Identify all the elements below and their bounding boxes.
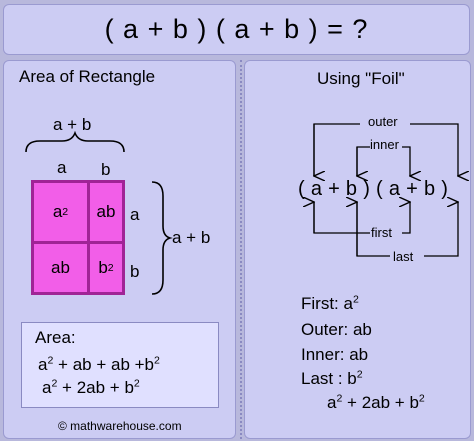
result-first-exp: 2	[352, 293, 359, 306]
result-outer: Outer: ab	[301, 320, 372, 339]
area-line-2-a: a	[42, 378, 52, 397]
result-sum-mid: + 2ab + b	[342, 393, 419, 412]
title-panel: ( a + b ) ( a + b ) = ?	[3, 4, 470, 55]
page-title: ( a + b ) ( a + b ) = ?	[104, 14, 369, 44]
area-line-1-exp1: 2	[47, 354, 54, 367]
area-line-1-exp2: 2	[154, 354, 160, 367]
area-of-rectangle-heading: Area of Rectangle	[19, 67, 156, 86]
row-label-a: a	[130, 205, 140, 224]
area-line-1-mid: + ab + ab +b	[53, 355, 154, 374]
area-line-1-a: a	[38, 355, 48, 374]
cell-ab-top: ab	[89, 182, 123, 242]
result-first-text: First: a	[301, 294, 353, 313]
column-label-a: a	[57, 158, 67, 177]
first-label: first	[371, 225, 392, 240]
cell-ab-bottom: ab	[33, 243, 88, 293]
area-box	[21, 322, 219, 408]
result-sum: a2 + 2ab + b2	[327, 393, 425, 413]
panel-divider	[240, 60, 242, 439]
result-last-exp: 2	[356, 368, 363, 381]
result-last: Last : b2	[301, 369, 363, 389]
copyright-footer: © mathwarehouse.com	[58, 419, 182, 433]
result-sum-a: a	[327, 393, 337, 412]
result-first: First: a2	[301, 294, 359, 314]
result-inner: Inner: ab	[301, 345, 369, 364]
area-line-2-mid: + 2ab + b	[57, 378, 134, 397]
cell-a-squared-base: a	[52, 202, 63, 221]
column-label-b: b	[101, 160, 111, 179]
result-last-text: Last : b	[301, 369, 357, 388]
result-sum-exp1: 2	[336, 392, 343, 405]
top-brace-label: a + b	[53, 115, 92, 134]
area-line-1: a2 + ab + ab +b2	[38, 355, 160, 375]
cell-ab-bottom-text: ab	[51, 258, 70, 277]
result-sum-exp2: 2	[418, 392, 425, 405]
area-line-2: a2 + 2ab + b2	[42, 378, 140, 398]
foil-heading: Using "Foil"	[317, 69, 405, 88]
row-label-b: b	[130, 262, 140, 281]
cell-b-squared-base: b	[98, 258, 108, 277]
area-line-2-exp1: 2	[51, 377, 58, 390]
cell-ab-top-text: ab	[96, 202, 116, 221]
side-brace-label: a + b	[172, 228, 211, 247]
area-line-2-exp2: 2	[133, 377, 140, 390]
outer-label: outer	[368, 114, 398, 129]
last-label: last	[393, 249, 414, 264]
inner-label: inner	[370, 137, 399, 152]
area-label: Area:	[35, 328, 76, 347]
foil-expression: ( a + b ) ( a + b )	[298, 178, 449, 200]
